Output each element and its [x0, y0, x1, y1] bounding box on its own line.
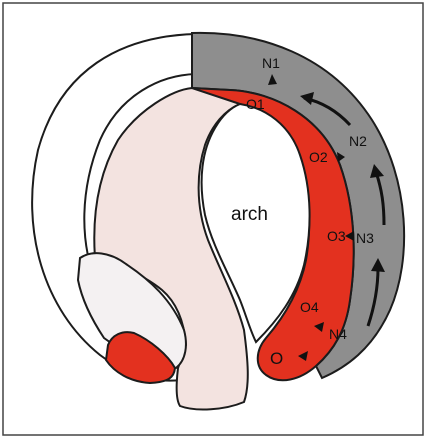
- label-n1: N1: [262, 55, 280, 71]
- label-o3: O3: [327, 228, 346, 244]
- label-n4: N4: [329, 326, 347, 342]
- label-o4: O4: [300, 299, 319, 315]
- label-n3: N3: [356, 230, 374, 246]
- label-o1: O1: [246, 96, 265, 112]
- center-label: arch: [231, 204, 268, 225]
- label-n2: N2: [349, 133, 367, 149]
- label-o: O: [270, 349, 283, 368]
- label-o2: O2: [309, 149, 328, 165]
